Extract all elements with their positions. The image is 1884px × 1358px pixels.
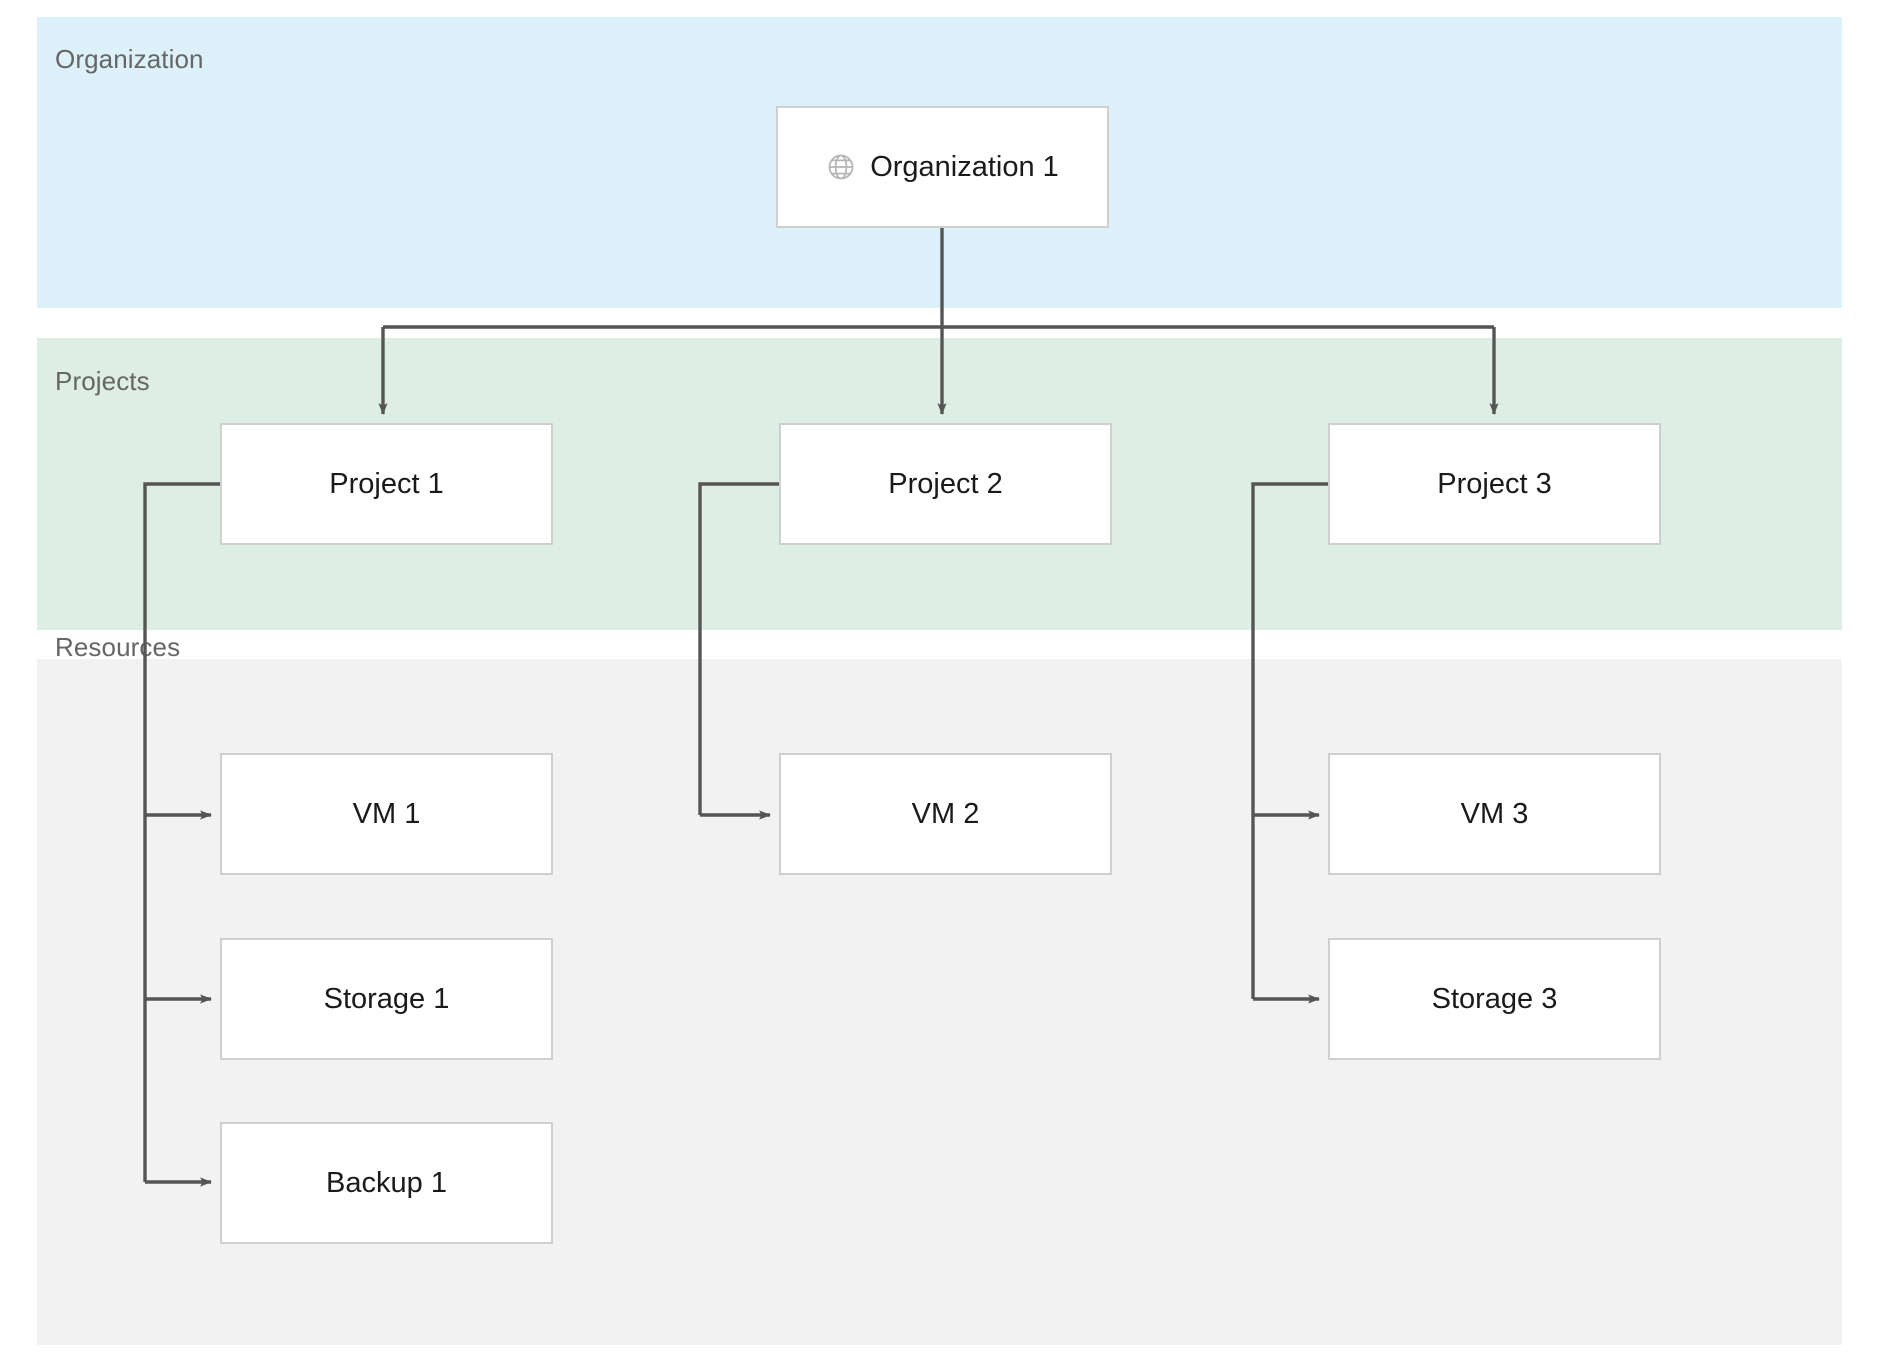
node-label-storage-1: Storage 1 bbox=[323, 982, 450, 1015]
node-label-project-1: Project 1 bbox=[329, 467, 444, 500]
edge-project-3-rail bbox=[1251, 482, 1328, 999]
node-storage-3[interactable]: Storage 3 bbox=[1328, 938, 1661, 1060]
node-label-organization-1: Organization 1 bbox=[870, 150, 1059, 183]
edge-project-2-rail bbox=[698, 482, 779, 815]
node-project-2[interactable]: Project 2 bbox=[779, 423, 1112, 545]
node-vm-2[interactable]: VM 2 bbox=[779, 753, 1112, 875]
node-label-project-3: Project 3 bbox=[1437, 467, 1552, 500]
band-label-organization: Organization bbox=[55, 44, 204, 74]
edge-project-1-rail bbox=[143, 482, 220, 1182]
node-label-project-2: Project 2 bbox=[888, 467, 1003, 500]
node-label-storage-3: Storage 3 bbox=[1431, 982, 1558, 1015]
node-vm-3[interactable]: VM 3 bbox=[1328, 753, 1661, 875]
node-label-vm-2: VM 2 bbox=[911, 797, 980, 830]
node-backup-1[interactable]: Backup 1 bbox=[220, 1122, 553, 1244]
node-vm-1[interactable]: VM 1 bbox=[220, 753, 553, 875]
node-project-3[interactable]: Project 3 bbox=[1328, 423, 1661, 545]
node-label-vm-1: VM 1 bbox=[352, 797, 421, 830]
node-storage-1[interactable]: Storage 1 bbox=[220, 938, 553, 1060]
node-organization-1[interactable]: Organization 1 bbox=[776, 106, 1109, 228]
band-label-resources: Resources bbox=[55, 632, 181, 662]
globe-icon bbox=[826, 152, 856, 182]
node-label-vm-3: VM 3 bbox=[1460, 797, 1529, 830]
node-label-backup-1: Backup 1 bbox=[326, 1166, 447, 1199]
band-label-projects: Projects bbox=[55, 366, 150, 396]
node-project-1[interactable]: Project 1 bbox=[220, 423, 553, 545]
